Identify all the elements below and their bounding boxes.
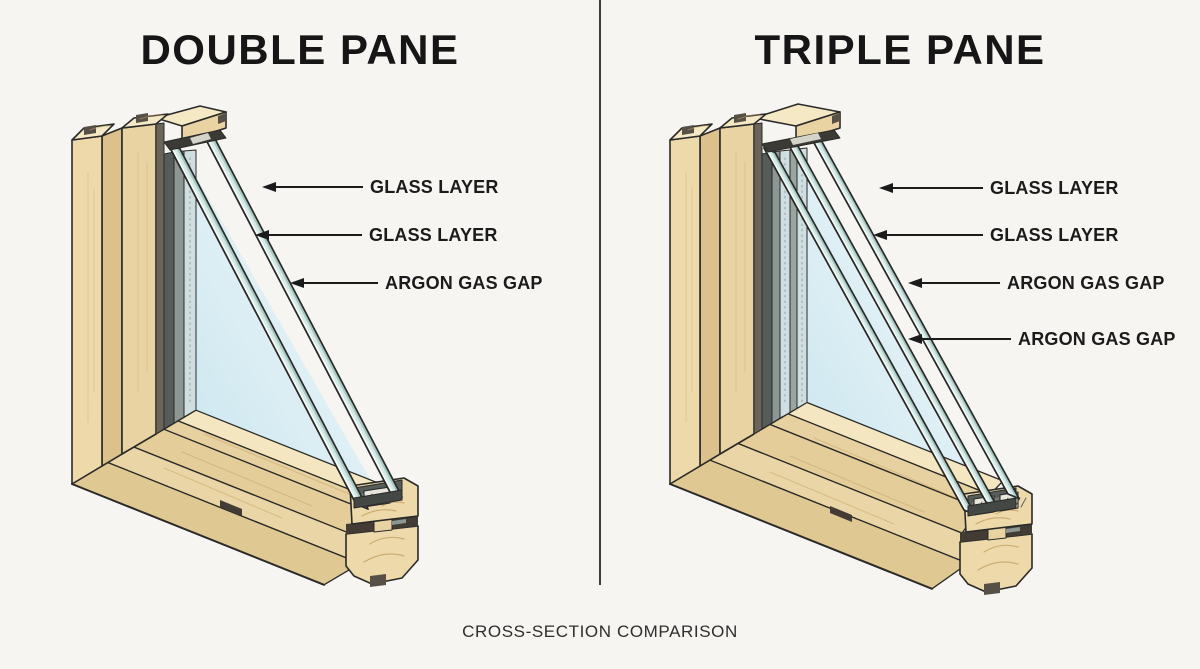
label-glass-layer-inner-double: GLASS LAYER [255,224,498,246]
label-text: GLASS LAYER [990,177,1119,198]
label-text: GLASS LAYER [990,224,1119,245]
label-text: ARGON GAS GAP [385,272,543,293]
label-text: ARGON GAS GAP [1018,328,1176,349]
arrow-left-icon [262,182,276,192]
label-text: GLASS LAYER [369,224,498,245]
leader-line [921,281,1000,285]
label-argon-gas-gap-1-triple: ARGON GAS GAP [908,272,1165,294]
divider-line [599,0,601,585]
arrow-left-icon [255,230,269,240]
arrow-left-icon [290,278,304,288]
arrow-left-icon [908,334,922,344]
label-glass-layer-outer-triple: GLASS LAYER [879,177,1119,199]
leader-line [303,281,378,285]
triple-pane-illustration [650,92,1120,622]
leader-line [921,337,1011,341]
label-text: ARGON GAS GAP [1007,272,1165,293]
leader-line [886,233,983,237]
arrow-left-icon [879,183,893,193]
arrow-left-icon [908,278,922,288]
label-argon-gas-gap-2-triple: ARGON GAS GAP [908,328,1176,350]
triple-pane-window-svg [669,103,1033,595]
leader-line [275,185,363,189]
leader-line [268,233,362,237]
label-text: GLASS LAYER [370,176,499,197]
double-pane-title: DOUBLE PANE [140,26,460,73]
caption: CROSS-SECTION COMPARISON [462,622,738,641]
double-pane-illustration [52,92,522,622]
leader-line [892,186,983,190]
arrow-left-icon [873,230,887,240]
triple-pane-title: TRIPLE PANE [754,26,1046,73]
label-glass-layer-middle-triple: GLASS LAYER [873,224,1119,246]
double-pane-window-svg [71,105,419,587]
label-argon-gas-gap-double: ARGON GAS GAP [290,272,543,294]
label-glass-layer-outer-double: GLASS LAYER [262,176,499,198]
